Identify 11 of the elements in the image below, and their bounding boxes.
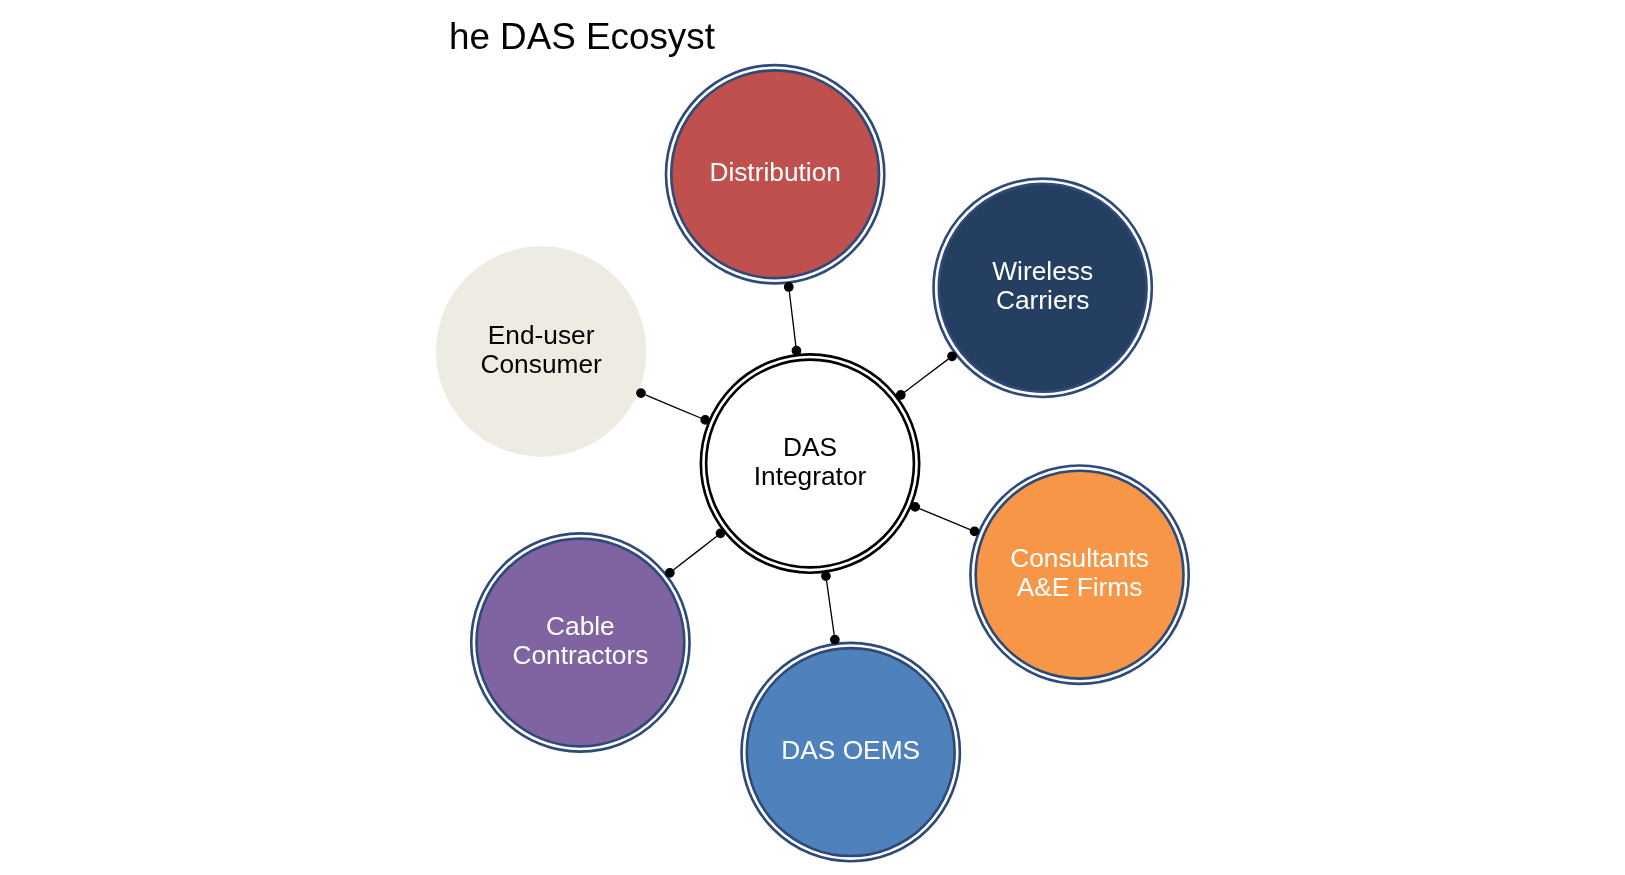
connector <box>895 351 957 400</box>
connector <box>635 388 710 425</box>
connector <box>909 502 979 537</box>
node-circle: Cable Contractors <box>469 532 691 753</box>
node-circle: DAS OEMS <box>739 641 961 863</box>
diagram-title: he DAS Ecosyst <box>448 15 715 57</box>
connector <box>820 571 840 645</box>
node-circle: Distribution <box>664 63 886 285</box>
connector <box>783 282 801 356</box>
node-circle: Wireless Carriers <box>931 177 1153 399</box>
connector <box>664 528 725 578</box>
